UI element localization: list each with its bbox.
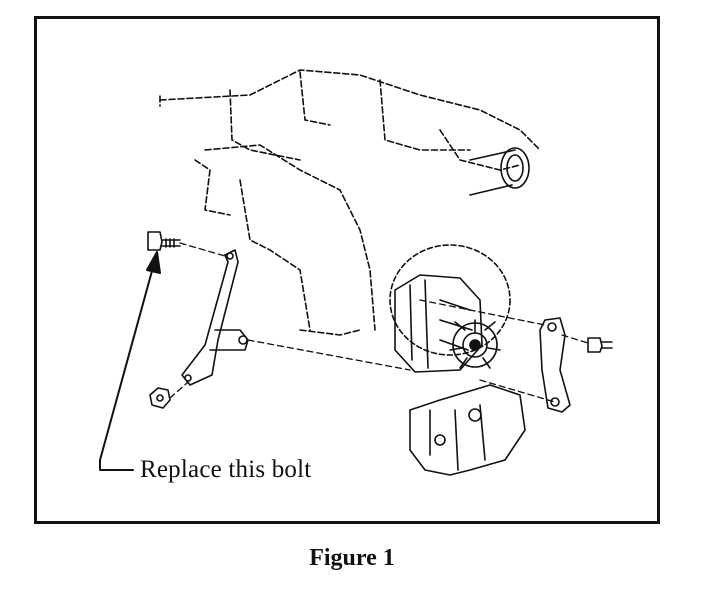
lower-nut	[149, 387, 171, 409]
alternator-pulley	[449, 319, 501, 369]
upper-pipe	[469, 147, 530, 196]
adjusting-bracket	[539, 317, 571, 413]
callout-label: Replace this bolt	[140, 456, 312, 483]
lower-mounting-bracket	[409, 384, 526, 476]
right-bolt	[587, 337, 613, 353]
figure-frame	[34, 16, 660, 524]
top-bolt	[147, 231, 181, 251]
alternator	[389, 244, 511, 373]
alignment-lines	[169, 242, 589, 403]
callout-arrow	[99, 251, 161, 471]
engine-block	[159, 69, 541, 336]
brace-strut	[181, 249, 249, 386]
figure-caption: Figure 1	[309, 545, 395, 571]
